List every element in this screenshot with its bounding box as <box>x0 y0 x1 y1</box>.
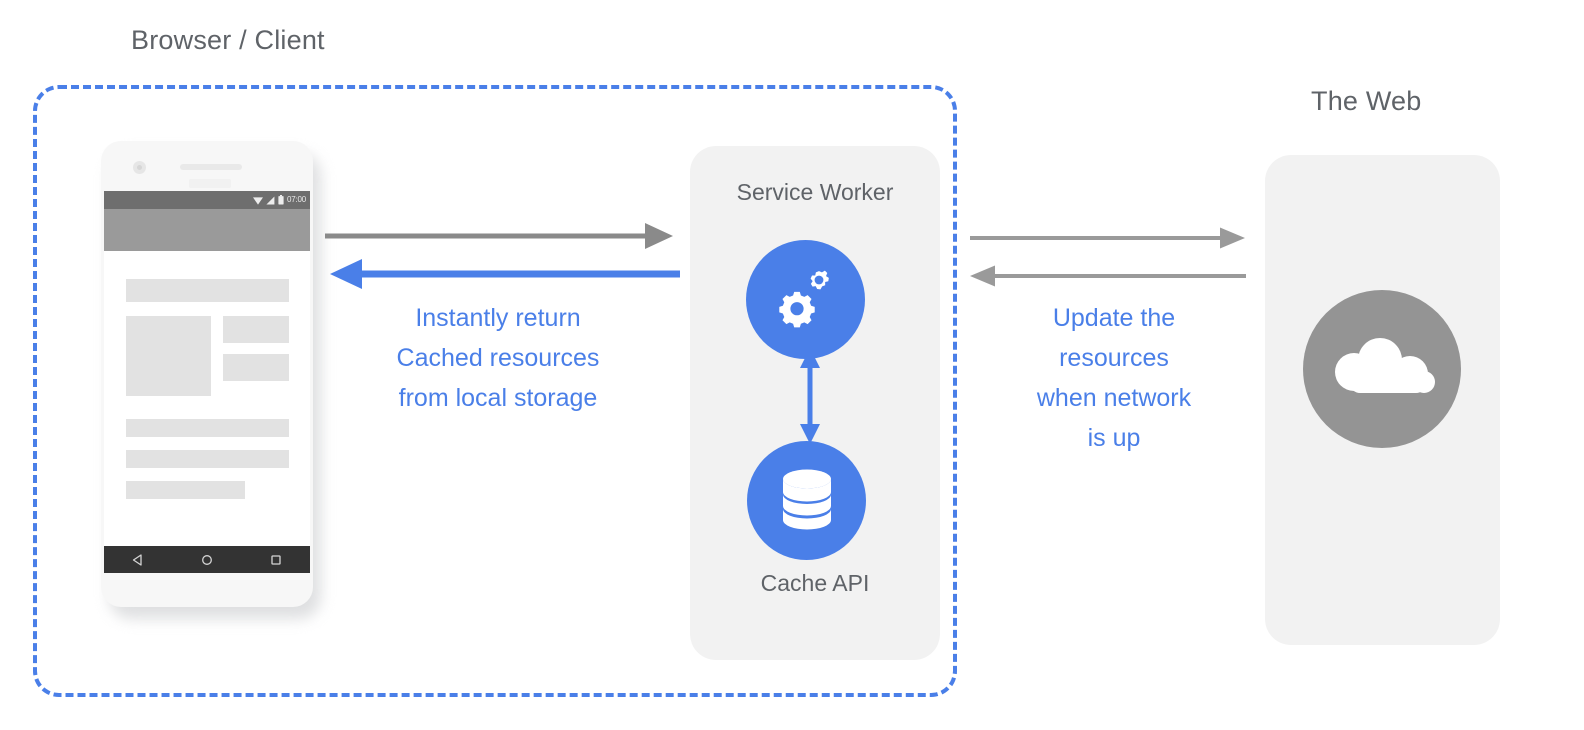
signal-icon <box>266 196 275 204</box>
phone-navigation-bar <box>104 546 310 573</box>
the-web-panel <box>1265 155 1500 645</box>
service-worker-title: Service Worker <box>736 179 894 205</box>
arrow-service-worker-cache-sync <box>800 348 820 444</box>
wifi-icon <box>252 196 263 205</box>
gears-icon <box>746 240 865 359</box>
skeleton-image-block <box>126 316 211 396</box>
service-worker-panel: Service Worker <box>690 146 940 660</box>
back-triangle-icon[interactable] <box>132 553 144 566</box>
skeleton-line-2 <box>126 450 289 468</box>
home-circle-icon[interactable] <box>201 554 213 566</box>
phone-app-bar <box>104 209 310 251</box>
browser-client-label: Browser / Client <box>131 25 325 55</box>
phone-mockup: 07:00 <box>101 141 325 619</box>
skeleton-side-block-1 <box>223 316 289 343</box>
cloud-icon <box>1303 290 1461 448</box>
database-icon <box>747 441 866 560</box>
battery-icon <box>278 195 284 205</box>
arrow-service-worker-to-phone <box>330 259 680 289</box>
phone-camera-icon <box>133 161 146 174</box>
phone-body: 07:00 <box>101 141 313 607</box>
phone-status-bar: 07:00 <box>104 191 310 209</box>
skeleton-line-3 <box>126 481 245 499</box>
left-annotation-text: Instantly return Cached resources from l… <box>396 304 600 412</box>
skeleton-side-block-2 <box>223 354 289 381</box>
skeleton-line-1 <box>126 419 289 437</box>
status-bar-time: 07:00 <box>286 195 306 204</box>
skeleton-title-block <box>126 279 289 302</box>
the-web-label: The Web <box>1311 86 1422 116</box>
browser-client-boundary <box>33 85 957 697</box>
arrow-web-to-service-worker <box>970 265 1246 287</box>
recents-square-icon[interactable] <box>270 554 282 566</box>
right-annotation-text: Update the resources when network is up <box>1036 304 1192 452</box>
arrow-service-worker-to-web <box>970 227 1245 249</box>
phone-speaker-grille <box>180 164 242 170</box>
phone-brand-mark <box>189 179 231 188</box>
phone-screen: 07:00 <box>104 191 310 573</box>
arrow-phone-to-service-worker <box>325 223 673 249</box>
cache-api-title: Cache API <box>760 570 870 596</box>
